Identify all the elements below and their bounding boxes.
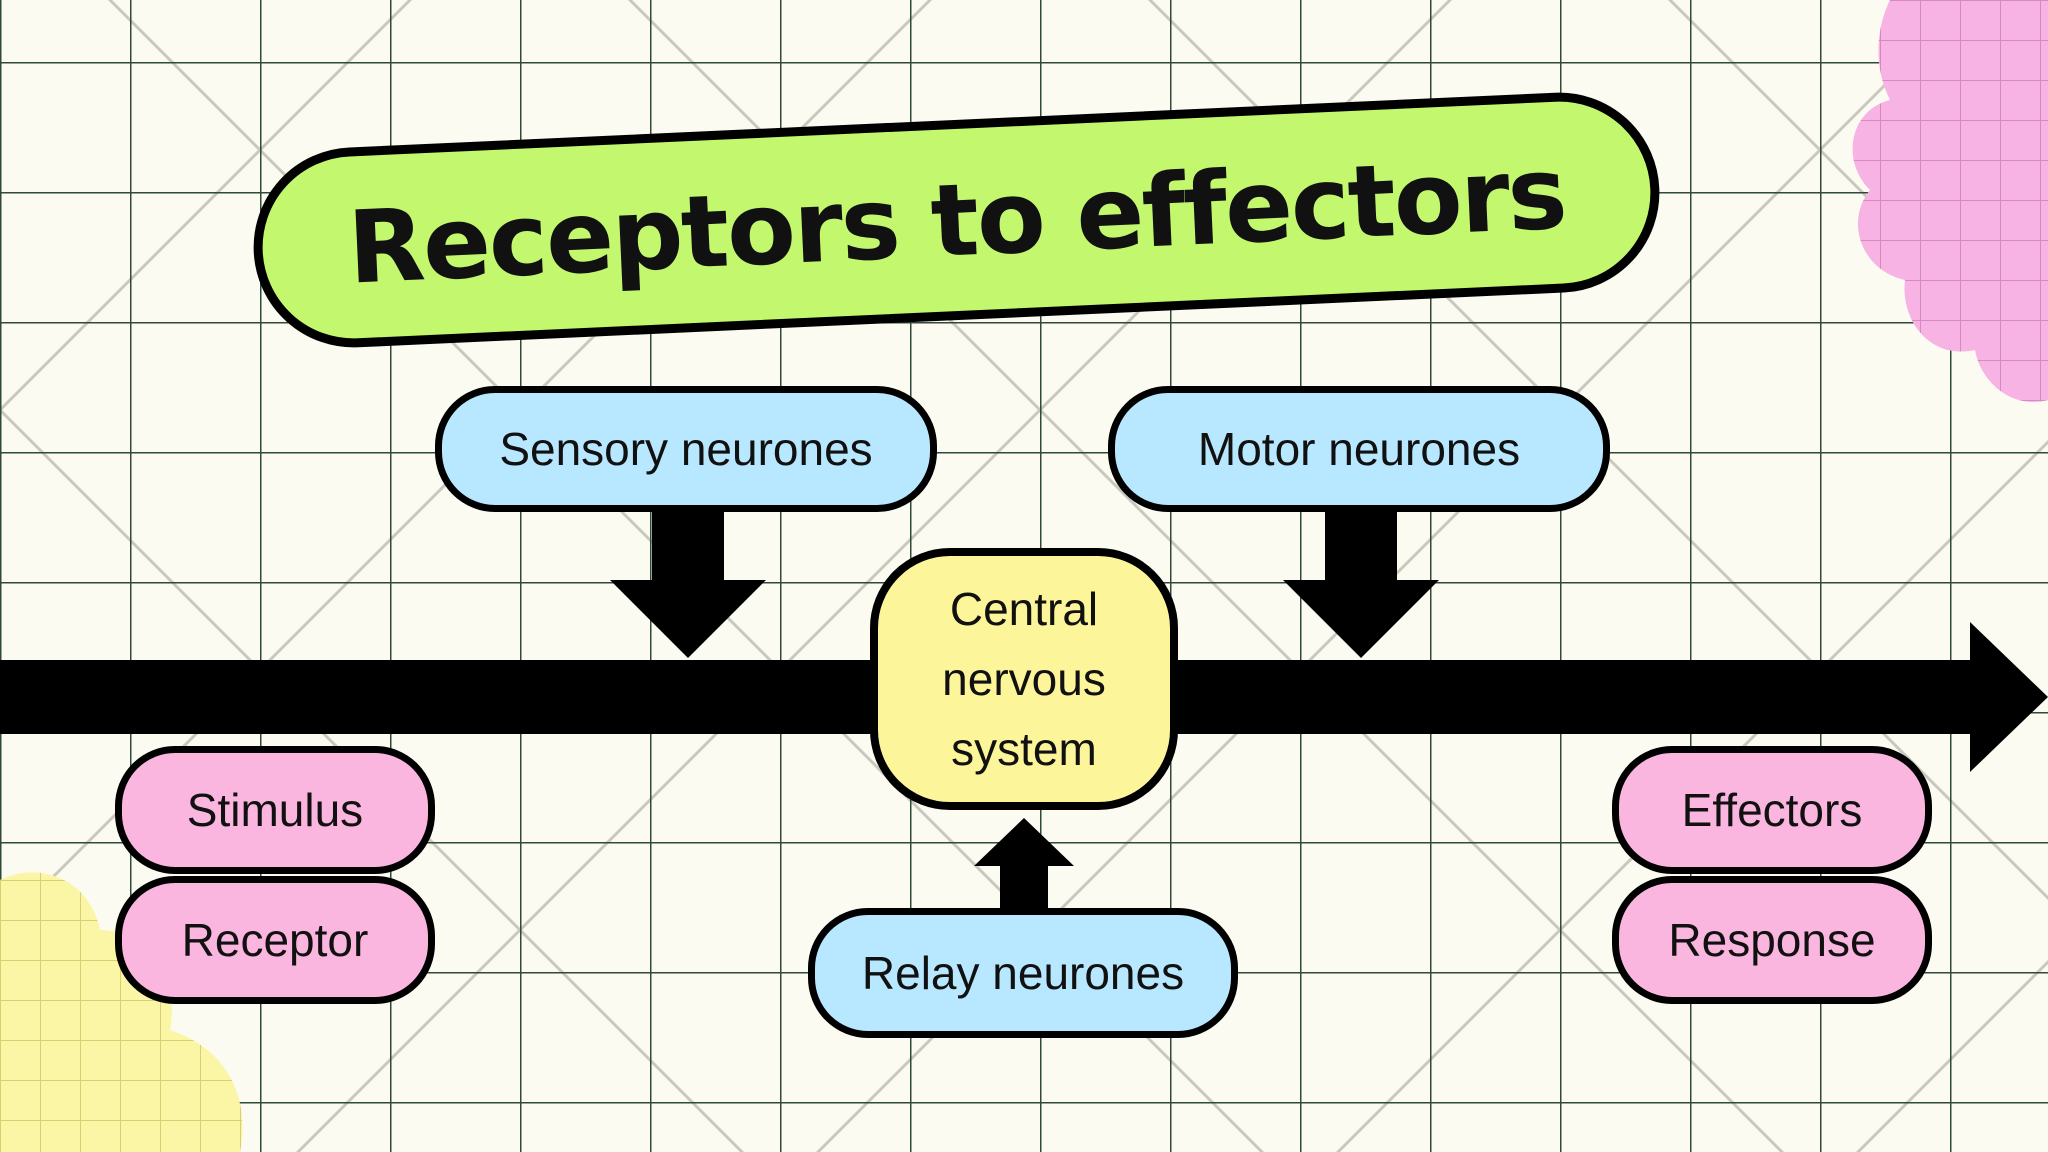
relay-neurones-label: Relay neurones [861,947,1185,999]
motor-neurones-label: Motor neurones [1197,423,1521,475]
effectors-box: Effectors [1612,746,1932,874]
central-nervous-system-box: Central nervous system [870,548,1178,810]
stimulus-label: Stimulus [186,784,364,836]
stimulus-box: Stimulus [115,746,435,874]
effectors-label: Effectors [1681,784,1863,836]
sensory-neurones-label: Sensory neurones [499,423,873,475]
receptor-label: Receptor [181,914,369,966]
response-box: Response [1612,876,1932,1004]
page-title: Receptors to effectors [345,133,1568,307]
cns-label-line1: Central [949,583,1099,635]
motor-neurones-box: Motor neurones [1108,386,1610,512]
yellow-blob-decoration [0,872,243,1152]
motor-down-arrow [1283,510,1439,658]
sensory-neurones-box: Sensory neurones [435,386,937,512]
pink-blob-decoration [1852,0,2048,402]
cns-label-line2: nervous [942,653,1106,705]
sensory-down-arrow [610,510,766,658]
cns-label-line3: system [951,723,1097,775]
receptor-box: Receptor [115,876,435,1004]
response-label: Response [1668,914,1876,966]
relay-neurones-box: Relay neurones [808,908,1238,1038]
relay-up-arrow [974,818,1074,912]
